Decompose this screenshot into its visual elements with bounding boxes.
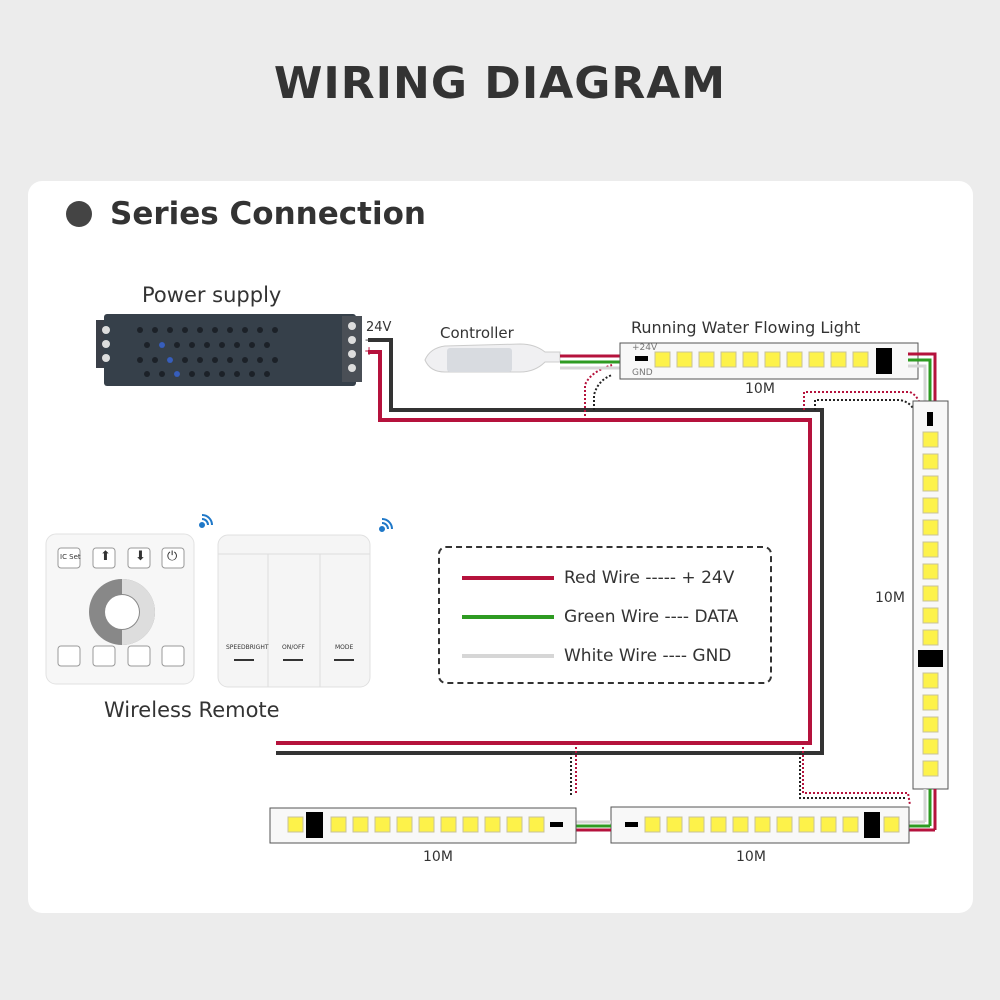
led-chip xyxy=(922,694,939,711)
strip-top-label: Running Water Flowing Light xyxy=(631,318,861,337)
led-chip xyxy=(644,816,661,833)
speedbright-button: SPEEDBRIGHT xyxy=(226,644,269,651)
led-chip xyxy=(666,816,683,833)
led-chip xyxy=(732,816,749,833)
ic-set-button: IC Set xyxy=(60,553,81,561)
led-chip xyxy=(830,351,847,368)
led-chip xyxy=(883,816,900,833)
black-wire-main xyxy=(276,338,824,755)
led-chip xyxy=(688,816,705,833)
led-chip xyxy=(922,629,939,646)
led-chip xyxy=(786,351,803,368)
pin-plus-label: +24V xyxy=(632,343,658,353)
led-chip xyxy=(922,716,939,733)
led-chip xyxy=(776,816,793,833)
led-chip xyxy=(374,816,391,833)
led-chip xyxy=(764,351,781,368)
red-wire-swatch xyxy=(462,576,554,580)
led-chip xyxy=(922,475,939,492)
led-chip xyxy=(440,816,457,833)
led-chip xyxy=(462,816,479,833)
led-chip xyxy=(754,816,771,833)
controller-label: Controller xyxy=(440,324,514,342)
bullet-icon xyxy=(66,201,92,227)
led-chip xyxy=(798,816,815,833)
led-strip-right xyxy=(904,400,949,832)
led-chip xyxy=(287,816,304,833)
led-chip xyxy=(742,351,759,368)
led-chip xyxy=(654,351,671,368)
legend-item-green: Green Wire ---- DATA xyxy=(462,607,738,627)
led-chip xyxy=(808,351,825,368)
led-strip-bottom-left xyxy=(269,807,577,844)
led-chip xyxy=(922,738,939,755)
led-chip xyxy=(922,563,939,580)
minus-terminal-label: - xyxy=(365,333,369,346)
green-wire-swatch xyxy=(462,615,554,619)
led-chip xyxy=(484,816,501,833)
led-chip xyxy=(922,541,939,558)
led-chip xyxy=(820,816,837,833)
led-chip xyxy=(720,351,737,368)
section-title: Series Connection xyxy=(66,196,426,232)
led-chip xyxy=(922,760,939,777)
led-chip xyxy=(922,431,939,448)
led-chip xyxy=(418,816,435,833)
led-chip xyxy=(676,351,693,368)
wire-legend: Red Wire ----- + 24V Green Wire ---- DAT… xyxy=(438,546,772,684)
led-chip xyxy=(922,585,939,602)
legend-item-white: White Wire ---- GND xyxy=(462,646,731,666)
strip-bottom-right-length: 10M xyxy=(736,849,766,865)
led-chip xyxy=(922,672,939,689)
controller xyxy=(424,343,622,373)
led-chip xyxy=(352,816,369,833)
led-chip xyxy=(506,816,523,833)
power-supply-label: Power supply xyxy=(142,283,282,307)
page-title: WIRING DIAGRAM xyxy=(273,58,727,109)
pin-gnd-label: GND xyxy=(632,368,653,378)
wifi-icon xyxy=(199,514,213,528)
strip-top-length: 10M xyxy=(745,381,775,397)
legend-item-red: Red Wire ----- + 24V xyxy=(462,568,734,588)
mode-button: MODE xyxy=(335,644,354,651)
main-wires xyxy=(276,338,824,755)
voltage-label: 24V xyxy=(366,320,392,335)
plus-terminal-label: + xyxy=(364,344,375,358)
onoff-button: ON/OFF xyxy=(282,644,305,651)
section-title-text: Series Connection xyxy=(110,196,426,232)
led-chip xyxy=(922,607,939,624)
power-icon: ⏻ xyxy=(167,549,178,564)
red-wire-main xyxy=(276,350,812,745)
led-chip xyxy=(922,519,939,536)
down-arrow-icon: ⬇ xyxy=(135,549,146,564)
led-strip-bottom-right xyxy=(610,806,910,844)
wifi-icon xyxy=(379,518,393,532)
touch-panel-remote xyxy=(45,533,195,685)
strip-bottom-left-length: 10M xyxy=(423,849,453,865)
strip-right-length: 10M xyxy=(875,590,905,606)
wireless-remote-label: Wireless Remote xyxy=(104,698,280,722)
switch-remote xyxy=(217,534,371,688)
led-chip xyxy=(842,816,859,833)
led-strip-top xyxy=(619,342,937,405)
up-arrow-icon: ⬆ xyxy=(100,549,111,564)
led-chip xyxy=(852,351,869,368)
led-chip xyxy=(710,816,727,833)
led-chip xyxy=(330,816,347,833)
power-supply xyxy=(96,314,362,386)
led-chip xyxy=(396,816,413,833)
led-chip xyxy=(698,351,715,368)
led-chip xyxy=(528,816,545,833)
led-chip xyxy=(922,453,939,470)
led-chip xyxy=(922,497,939,514)
white-wire-swatch xyxy=(462,654,554,658)
